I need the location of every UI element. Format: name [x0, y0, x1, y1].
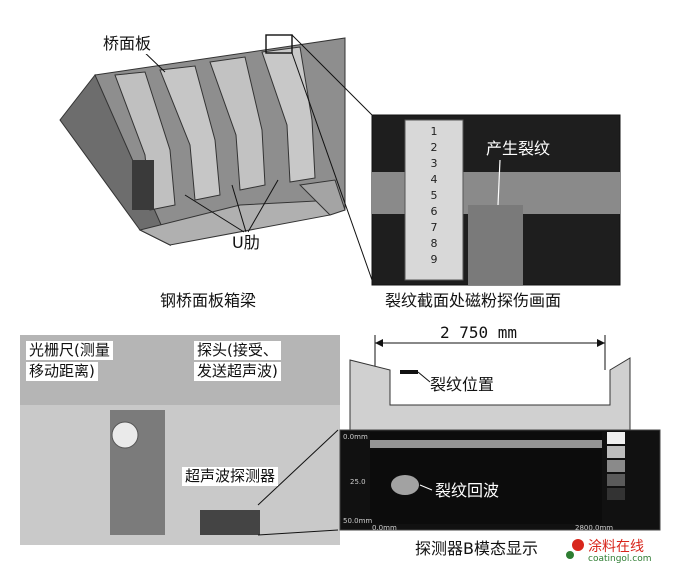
ruler — [404, 119, 464, 281]
u-rib-3 — [209, 56, 266, 191]
u-rib-pointer-2 — [231, 184, 247, 233]
zoom-line-top — [291, 34, 373, 116]
watermark-text-line2: coatingol.com — [588, 554, 652, 564]
girder-section — [349, 357, 631, 431]
b-mode-color-scale — [607, 432, 625, 500]
crack-position-mark — [400, 370, 418, 374]
inspector-helmet — [111, 421, 139, 449]
ruler-mark: 9 — [431, 253, 438, 266]
probe-label-line1: 探头(接受、 — [194, 341, 281, 360]
u-rib-2 — [159, 65, 221, 201]
ruler-mark: 8 — [431, 237, 438, 250]
scan-bottom-left-label: 50.0mm — [343, 517, 373, 525]
dimension-label: 2 750 mm — [440, 323, 518, 342]
ruler-mark: 2 — [431, 141, 438, 154]
watermark-text-line1: 涂料在线 — [588, 539, 644, 555]
girder-right-plate — [298, 179, 346, 216]
crack-pointer — [497, 159, 501, 206]
ruler-mark: 7 — [431, 221, 438, 234]
bottom-right-caption: 探测器B模态显示 — [415, 539, 538, 558]
scan-bottom-x1-label: 2800.0mm — [575, 524, 614, 532]
ruler-mark: 4 — [431, 173, 438, 186]
dimension-arrow-left — [375, 339, 383, 347]
top-right-caption: 裂纹截面处磁粉探伤画面 — [385, 291, 562, 310]
scan-mid-left-label: 25.0 — [350, 478, 366, 486]
u-rib-1 — [114, 71, 176, 211]
grating-scale-label-line1: 光栅尺(测量 — [26, 341, 113, 360]
ultrasonic-detector-device — [200, 510, 260, 535]
ruler-mark: 1 — [431, 125, 438, 138]
u-rib-pointer-3 — [247, 179, 279, 233]
watermark-logo — [566, 539, 584, 559]
bolt-grid — [132, 160, 154, 210]
scan-top-left-label: 0.0mm — [343, 433, 368, 441]
ruler-mark: 6 — [431, 205, 438, 218]
zoom-line-bottom — [291, 52, 373, 281]
crack-generated-label: 产生裂纹 — [486, 139, 551, 158]
grating-scale-label-line2: 移动距离) — [26, 362, 98, 381]
ruler-mark: 3 — [431, 157, 438, 170]
top-left-caption: 钢桥面板箱梁 — [160, 291, 257, 310]
crack-echo-pointer — [419, 484, 433, 491]
probe-label-line2: 发送超声波) — [194, 362, 281, 381]
crack-vertical-plate — [468, 205, 523, 285]
zoom-line-bl-top — [257, 429, 339, 506]
detector-label: 超声波探测器 — [182, 467, 279, 486]
ruler-mark: 5 — [431, 189, 438, 202]
field-photo-wall — [20, 405, 340, 545]
scan-bottom-x0-label: 0.0mm — [372, 524, 397, 532]
bridge-deck-label: 桥面板 — [100, 34, 155, 54]
crack-location-marker — [265, 34, 293, 54]
crack-position-pointer — [417, 371, 431, 383]
u-rib-label: U肋 — [232, 233, 260, 252]
crack-echo-label: 裂纹回波 — [435, 481, 500, 500]
crack-position-label: 裂纹位置 — [430, 375, 495, 394]
dimension-arrow-right — [597, 339, 605, 347]
u-rib-pointer-1 — [184, 194, 245, 233]
b-mode-crack-echo — [391, 475, 419, 495]
zoom-line-bl-bottom — [257, 529, 339, 536]
b-mode-surface-echo — [370, 440, 602, 448]
